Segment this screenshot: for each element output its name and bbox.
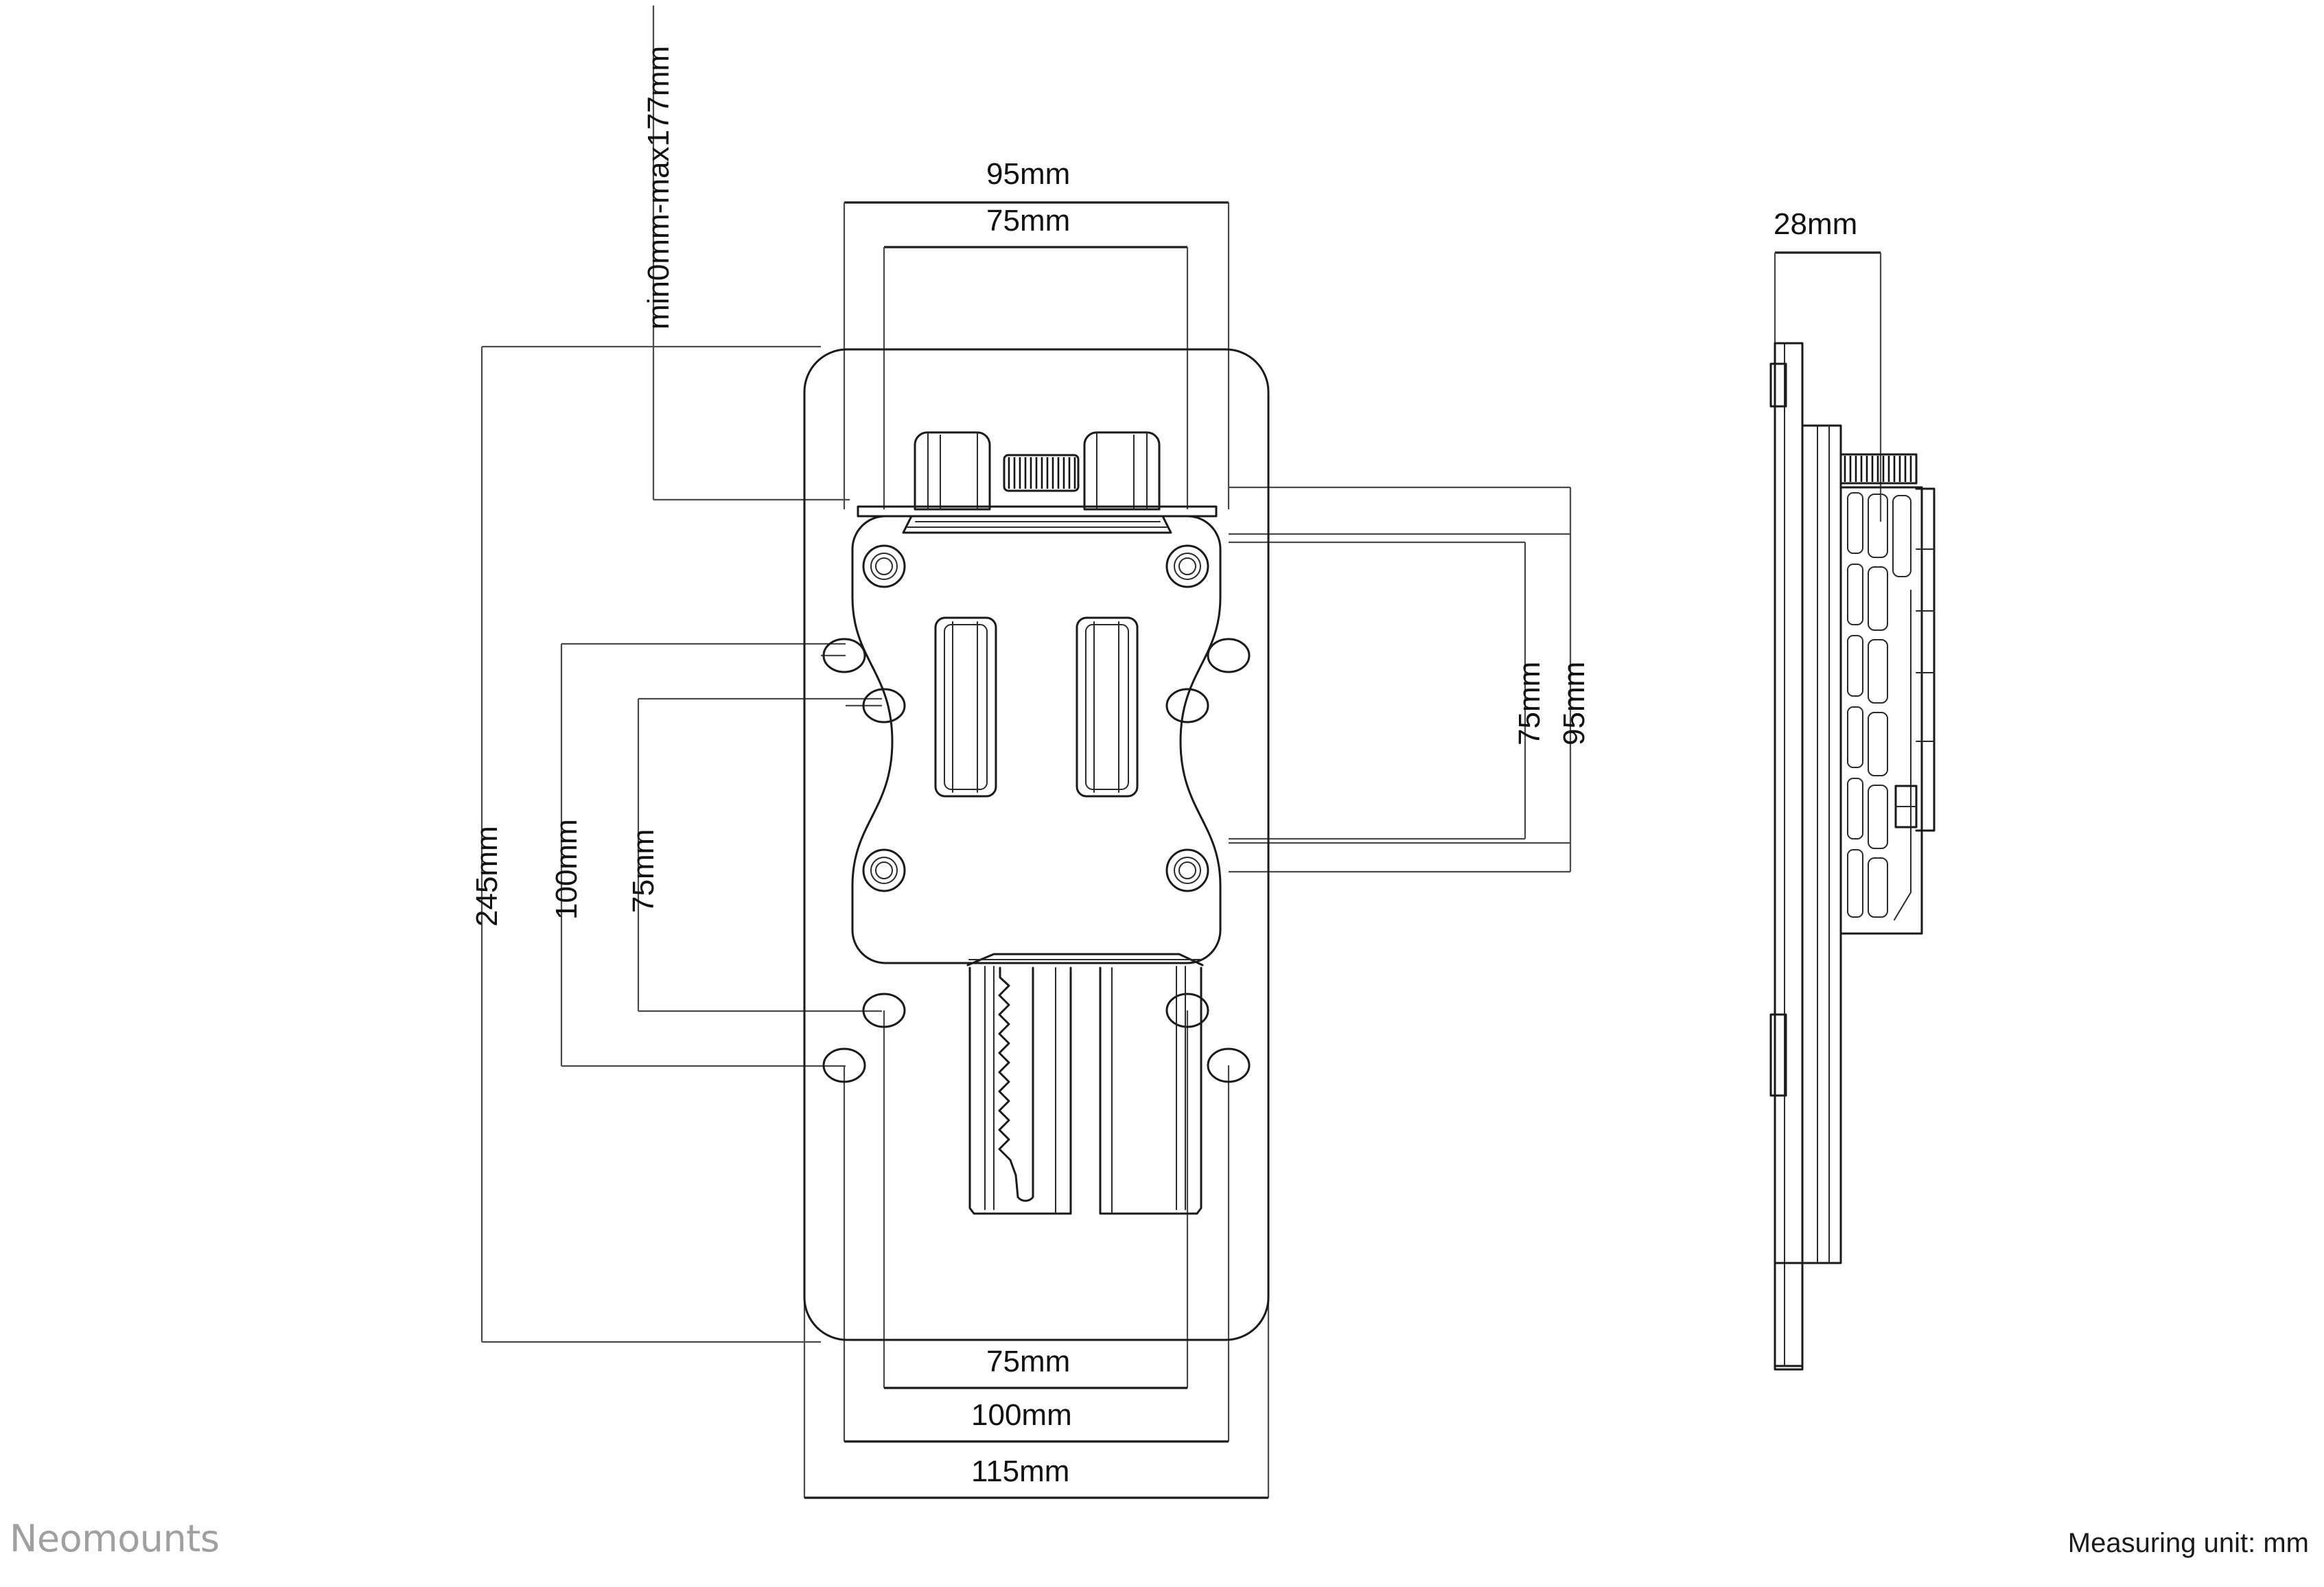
dim-label-28mm: 28mm: [1774, 207, 1858, 241]
dim-245mm-frame: [480, 345, 821, 1343]
side-thumb-knob: [1839, 453, 1918, 485]
dim-95mm-right-frame: [1229, 486, 1572, 873]
ratchet-rack: [998, 966, 1034, 1202]
vesa-slot-left: [934, 616, 997, 798]
vesa-slot-right: [1076, 616, 1139, 798]
dim-label-95mm-top: 95mm: [986, 157, 1071, 191]
dimension-lines-group: [480, 5, 1882, 1499]
dim-travel-frame: [652, 5, 850, 501]
side-body-column: [1801, 424, 1842, 1264]
dim-100mm-bottom-frame: [843, 1065, 1230, 1443]
dim-95mm-top-frame: [843, 201, 1230, 509]
dim-label-100mm-left: 100mm: [550, 819, 583, 920]
dim-label-75mm-top: 75mm: [986, 204, 1071, 238]
dim-75mm-right-frame: [1229, 541, 1526, 840]
dim-label-75mm-left: 75mm: [627, 829, 660, 913]
dim-100mm-left-frame: [560, 642, 846, 1067]
dim-115mm-bottom-frame: [803, 1098, 1270, 1499]
dim-75mm-top-frame: [883, 246, 1189, 509]
dim-75mm-bottom-frame: [883, 1010, 1189, 1389]
side-rear-strip: [1774, 342, 1804, 1367]
backplate-plain-holes: [822, 638, 1251, 1083]
backplate-outline: [803, 348, 1270, 1341]
vesa-screw-holes: [862, 544, 1209, 892]
brand-logo: Neomounts: [10, 1517, 220, 1560]
front-view: [803, 348, 1270, 1341]
dim-label-95mm-right: 95mm: [1557, 661, 1591, 745]
upper-clamp-ears: [914, 431, 1161, 511]
dim-label-75mm-right: 75mm: [1513, 661, 1546, 745]
dim-label-75mm-bottom: 75mm: [986, 1345, 1071, 1378]
dim-label-245mm: 245mm: [470, 826, 504, 927]
dim-75mm-left-frame: [637, 697, 882, 1012]
dim-28mm-frame: [1774, 251, 1882, 522]
side-rib-stack: [1839, 486, 1923, 935]
side-lower-tab: [1769, 1013, 1787, 1097]
side-upper-tab: [1769, 362, 1787, 408]
thumb-knob: [1003, 454, 1080, 492]
measuring-unit-note: Measuring unit: mm: [2067, 1528, 2309, 1558]
lower-rail-assembly: [966, 953, 1204, 1215]
leader-lines: [821, 533, 1570, 844]
side-view: [1769, 342, 1936, 1371]
clamp-bar: [857, 505, 1218, 534]
side-bottom-tail: [1774, 1262, 1804, 1371]
vesa-plate-outline: [851, 515, 1222, 964]
side-step-ledges: [1894, 487, 1936, 832]
dim-label-travel: min0mm-max177mm: [642, 45, 675, 329]
dim-label-100mm-bottom: 100mm: [971, 1398, 1072, 1432]
dim-label-115mm-bottom: 115mm: [971, 1455, 1070, 1488]
